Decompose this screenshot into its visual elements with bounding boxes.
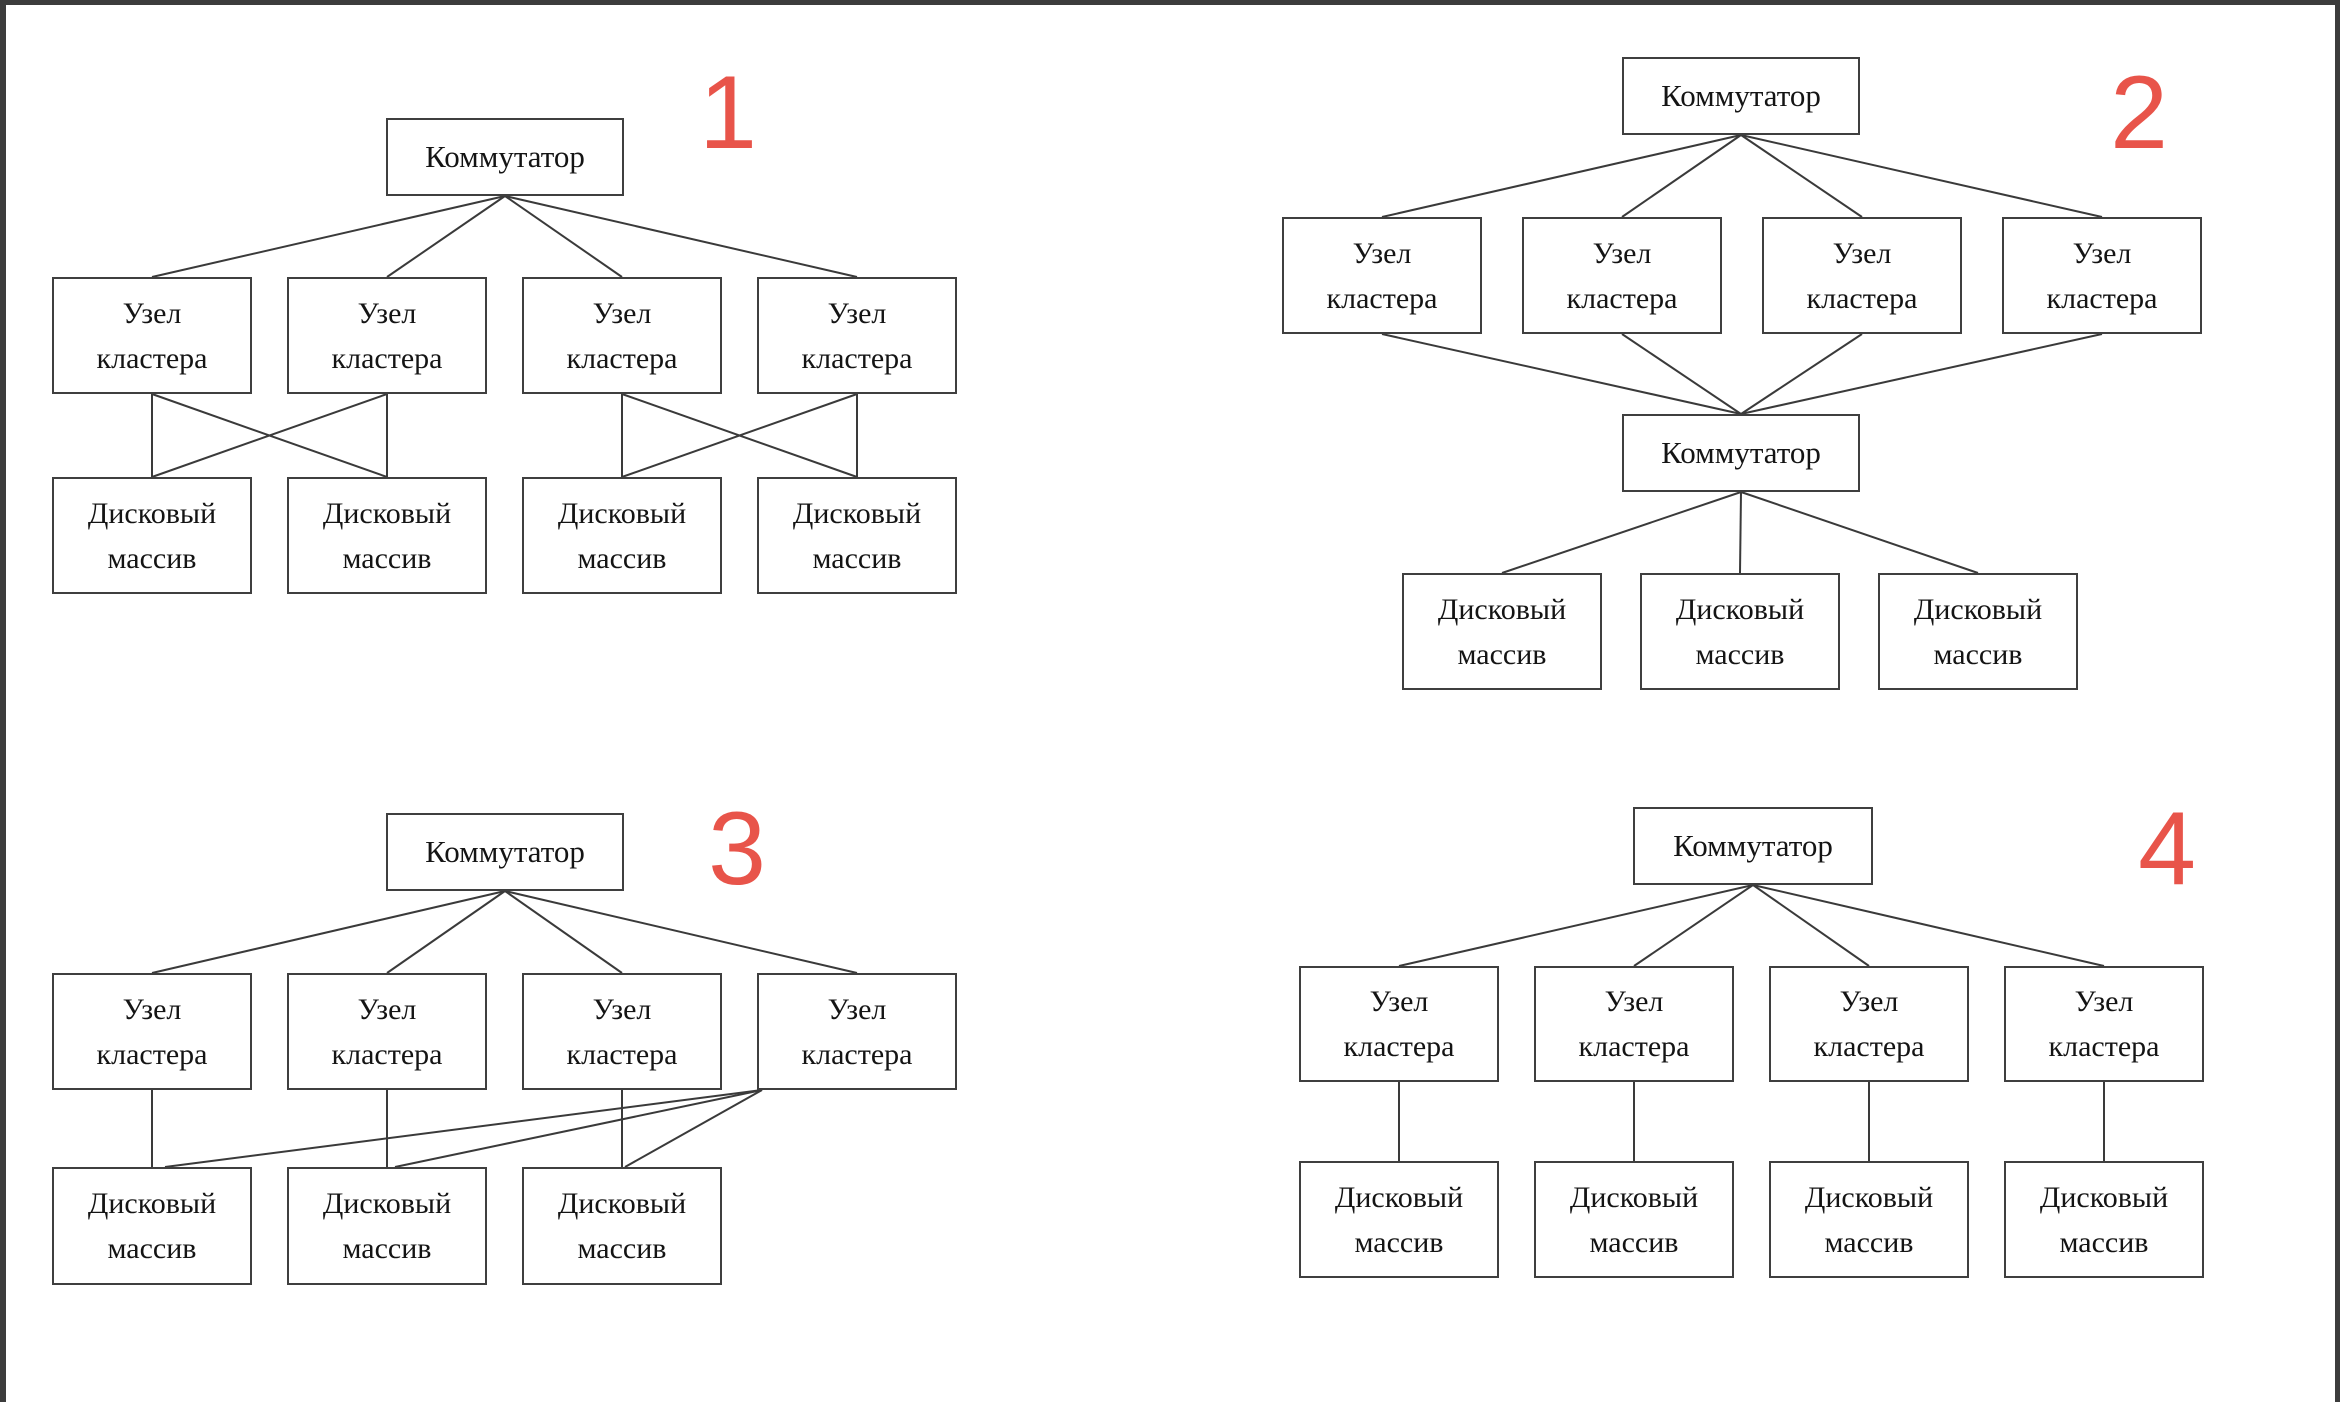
cluster-node-box: Узел кластера [1299, 966, 1499, 1082]
connector-line [151, 393, 388, 478]
diagram-number-label: 1 [699, 55, 757, 171]
cluster-node-box: Узел кластера [522, 277, 722, 394]
cluster-node-box: Узел кластера [52, 973, 252, 1090]
connector-line [164, 1089, 763, 1168]
cluster-node-box: Узел кластера [1762, 217, 1962, 334]
disk-array-box: Дисковый массив [757, 477, 957, 594]
connector-line [1501, 491, 1742, 574]
disk-array-box: Дисковый массив [1402, 573, 1602, 690]
cluster-node-box: Узел кластера [287, 277, 487, 394]
disk-array-box: Дисковый массив [1878, 573, 2078, 690]
diagram-number-label: 3 [708, 791, 766, 907]
disk-array-box: Дисковый массив [52, 477, 252, 594]
disk-array-box: Дисковый массив [522, 477, 722, 594]
disk-array-box: Дисковый массив [1299, 1161, 1499, 1278]
switch-box: Коммутатор [1633, 807, 1873, 885]
connector-line [1621, 333, 1742, 415]
connector-line [1740, 491, 1979, 574]
disk-array-box: Дисковый массив [52, 1167, 252, 1285]
connector-line [1752, 884, 1870, 967]
cluster-node-box: Узел кластера [2002, 217, 2202, 334]
disk-array-box: Дисковый массив [1534, 1161, 1734, 1278]
disk-array-box: Дисковый массив [287, 477, 487, 594]
cluster-node-box: Узел кластера [1282, 217, 1482, 334]
cluster-node-box: Узел кластера [1522, 217, 1722, 334]
cluster-node-box: Узел кластера [757, 277, 957, 394]
disk-array-box: Дисковый массив [522, 1167, 722, 1285]
disk-array-box: Дисковый массив [287, 1167, 487, 1285]
disk-array-box: Дисковый массив [2004, 1161, 2204, 1278]
frame-border-left [0, 0, 6, 1402]
cluster-node-box: Узел кластера [1769, 966, 1969, 1082]
cluster-node-box: Узел кластера [757, 973, 957, 1090]
connector-line [1398, 884, 1754, 967]
connector-line [504, 195, 858, 278]
cluster-node-box: Узел кластера [52, 277, 252, 394]
frame-border-top [0, 0, 2340, 5]
connector-line [1381, 134, 1742, 218]
connector-line [1633, 884, 1754, 967]
connector-line [1739, 491, 1742, 574]
cluster-node-box: Узел кластера [1534, 966, 1734, 1082]
connector-line [504, 890, 858, 974]
diagram-number-label: 4 [2138, 791, 2196, 907]
connector-line [394, 1089, 763, 1168]
connector-line [1381, 333, 1742, 415]
disk-array-box: Дисковый массив [1769, 1161, 1969, 1278]
cluster-node-box: Узел кластера [287, 973, 487, 1090]
connector-line [1621, 134, 1742, 218]
diagram-number-label: 2 [2110, 55, 2168, 171]
frame-border-right [2335, 0, 2340, 1402]
connector-line [1740, 134, 2103, 218]
cluster-node-box: Узел кластера [522, 973, 722, 1090]
switch-box: Коммутатор [386, 813, 624, 891]
switch-box: Коммутатор [1622, 57, 1860, 135]
connector-line [624, 1089, 763, 1168]
connector-line [504, 195, 623, 278]
cluster-node-box: Узел кластера [2004, 966, 2204, 1082]
connector-line [151, 890, 506, 974]
connector-line [1740, 134, 1863, 218]
connector-line [1740, 333, 2103, 415]
connector-line [504, 890, 623, 974]
switch-box: Коммутатор [386, 118, 624, 196]
switch-box: Коммутатор [1622, 414, 1860, 492]
connector-line [151, 195, 506, 278]
connector-line [621, 393, 858, 478]
disk-array-box: Дисковый массив [1640, 573, 1840, 690]
connector-line [1752, 884, 2105, 967]
connector-line [386, 195, 506, 278]
connector-line [1740, 333, 1863, 415]
connector-line [386, 890, 506, 974]
